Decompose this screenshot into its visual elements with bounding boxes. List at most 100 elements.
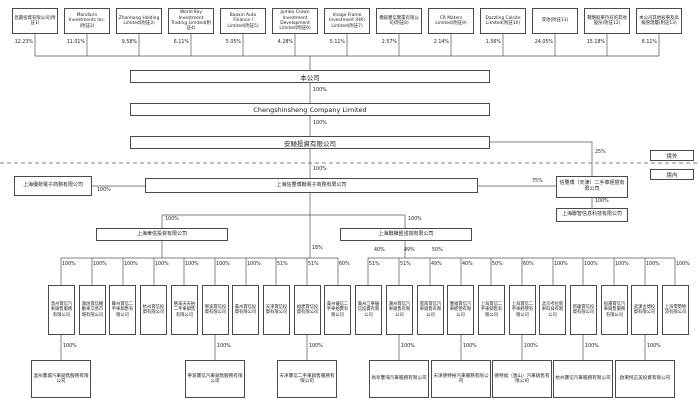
subsidiary-box: 貴州寶信投資有限公司 (232, 285, 259, 335)
ownership-pct: 100% (124, 262, 138, 267)
shareholder-box: Mandarin Investments Inc.(附註2) (64, 8, 110, 34)
shareholder-pct: 5.05% (225, 40, 241, 45)
sub-subsidiary-box: 杭州寶信汽車服務有限公司 (553, 360, 613, 398)
onshore-label: 境內 (650, 169, 694, 180)
sub-subsidiary-box: 天津德特裕汽車服務有限公司 (431, 360, 491, 398)
shareholder-box: 昌圖投資有限公司(附註1) (12, 8, 58, 34)
sub-subsidiary-box: 天津寶信二手車銷售服務有限公司 (277, 360, 337, 398)
ownership-pct: 100% (93, 262, 107, 267)
center-ecommerce-box: 上海信豐博聯電子商務有限公司 (145, 178, 478, 193)
ownership-pct: 100% (615, 262, 629, 267)
shareholder-box: Dazzling Calcite Limited(附註10) (480, 8, 526, 34)
ownership-pct: 100% (309, 344, 323, 349)
ownership-pct: 18% (312, 246, 323, 251)
shareholder-pct: 6.11% (173, 40, 189, 45)
sub-subsidiary-box: 寧波寶信汽車銷售服務有限公司 (185, 360, 245, 398)
ownership-pct: 51% (369, 262, 380, 267)
ownership-pct: 100% (585, 344, 599, 349)
shareholder-box: 其他(附註11) (532, 8, 578, 34)
ownership-pct: 50% (492, 262, 503, 267)
shareholder-pct: 9.58% (121, 40, 137, 45)
tech-company-box: 上海聯智信息科技有限公司 (556, 208, 628, 222)
offshore-holdco-box: Chengshinsheng Company Limited (130, 103, 490, 116)
ownership-pct: 100% (463, 344, 477, 349)
investment-holdco-box: 安馳投資有限公司 (130, 136, 490, 149)
ownership-pct: 100% (313, 88, 327, 93)
subsidiary-box: 上海零勢物流有限公司 (662, 285, 689, 335)
shareholder-pct: 6.11% (641, 40, 657, 45)
subsidiary-box: 蘇州寶信二手車銷售有限公司 (109, 285, 136, 335)
offshore-label: 境外 (650, 150, 694, 161)
ownership-pct: 51% (400, 262, 411, 267)
ownership-pct: 51% (277, 262, 288, 267)
company-box: 本公司 (130, 70, 490, 83)
shareholder-box: Baoxin Auto Finance I Limited(附註5) (220, 8, 266, 34)
ownership-pct: 100% (676, 262, 690, 267)
subsidiary-box: 濰坊寶信機動車交易市場有限公司 (79, 285, 106, 335)
shareholder-pct: 2.57% (381, 40, 397, 45)
subsidiary-box: 宿遷寶信汽車銷售服務有限公司 (601, 285, 628, 335)
shareholder-pct: 12.23% (14, 40, 33, 45)
shareholder-box: Image Frame Investment (HK) Limited(附註7) (324, 8, 370, 34)
ownership-pct: 100% (63, 344, 77, 349)
shareholder-pct: 4.28% (277, 40, 293, 45)
ownership-pct: 100% (217, 344, 231, 349)
tianjin-usedcar-box: 信豐博（天津）二手車經營有限公司 (556, 176, 628, 198)
subsidiary-box: 北京考拉新車科技有限公司 (539, 285, 566, 335)
shareholder-box: Jumbo Crown Investment Development Limit… (272, 8, 318, 34)
ownership-pct: 100% (62, 262, 76, 267)
shareholder-box: World Key Investment Trading Limited(附註4… (168, 8, 214, 34)
ownership-pct: 50% (432, 248, 443, 253)
ownership-pct: 60% (523, 262, 534, 267)
ownership-pct: 100% (595, 199, 609, 204)
shareholder-box: Zhanhong Holding Limited(附註3) (116, 8, 162, 34)
ownership-pct: 100% (401, 344, 415, 349)
ownership-pct: 100% (185, 262, 199, 267)
sub-subsidiary-box: 啟東悅正美投資有限公司 (615, 360, 675, 398)
ownership-pct: 51% (308, 262, 319, 267)
ownership-pct: 40% (462, 262, 473, 267)
ownership-pct: 100% (554, 262, 568, 267)
subsidiary-box: 貴州優信二手車拍賣有限公司 (324, 285, 351, 335)
sub-subsidiary-box: 溫州寶城汽車銷售服務有限公司 (31, 360, 91, 398)
ownership-pct: 100% (647, 344, 661, 349)
subsidiary-box: 福建寶信投資有限公司 (294, 285, 321, 335)
subsidiary-box: 寧波寶信投資有限公司 (202, 285, 229, 335)
ownership-pct: 49% (431, 262, 442, 267)
ownership-pct: 100% (165, 217, 179, 222)
ownership-pct: 100% (524, 344, 538, 349)
shareholder-pct: 11.01% (66, 40, 85, 45)
ownership-pct: 100% (155, 262, 169, 267)
shareholder-pct: 2.14% (433, 40, 449, 45)
shareholder-box: 戰略股東持有的其他股份(附註12) (584, 8, 630, 34)
subsidiary-box: 新疆寶信投資有限公司 (570, 285, 597, 335)
left-ecommerce-box: 上海優勢電子商務有限公司 (14, 176, 92, 196)
sub-subsidiary-box: 德特福（唐山）汽車銷售有限公司 (492, 360, 552, 398)
ownership-pct: 40% (374, 248, 385, 253)
subsidiary-box: 潮州寶信汽車銷售有限公司 (386, 285, 413, 335)
subsidiary-box: 貴州江寧優信投資有限公司 (355, 285, 382, 335)
shareholder-box: 本公司其他股東及高級管理層(附註13) (636, 8, 682, 34)
subsidiary-box: 豐福寶信汽車經營有限公司 (447, 285, 474, 335)
ownership-pct: 100% (646, 262, 660, 267)
ownership-pct: 100% (216, 262, 230, 267)
subsidiary-box: 武漢古博投資有限公司 (631, 285, 658, 335)
ownership-pct: 25% (595, 150, 606, 155)
shareholder-pct: 24.05% (534, 40, 553, 45)
ownership-pct: 100% (408, 217, 422, 222)
ownership-pct: 75% (532, 179, 543, 184)
subsidiary-box: 杭州寶信投資有限公司 (140, 285, 167, 335)
ownership-pct: 100% (584, 262, 598, 267)
shareholder-box: CR Maters Limited(附註9) (428, 8, 474, 34)
subsidiary-box: 上海寶信二手車經營有限公司 (509, 285, 536, 335)
investment-sub-box: 上海聿信投資有限公司 (96, 228, 228, 241)
ownership-pct: 100% (247, 262, 261, 267)
shareholder-pct: 5.11% (329, 40, 345, 45)
ownership-pct: 60% (339, 262, 350, 267)
ownership-pct: 100% (97, 188, 111, 193)
sub-subsidiary-box: 尚亭豐海汽車服務有限公司 (369, 360, 429, 398)
ownership-pct: 100% (313, 121, 327, 126)
subsidiary-box: 雲南寶信汽車銷售有限公司 (417, 285, 444, 335)
subsidiary-box: 上海寶信二手車銷售有限公司 (478, 285, 505, 335)
